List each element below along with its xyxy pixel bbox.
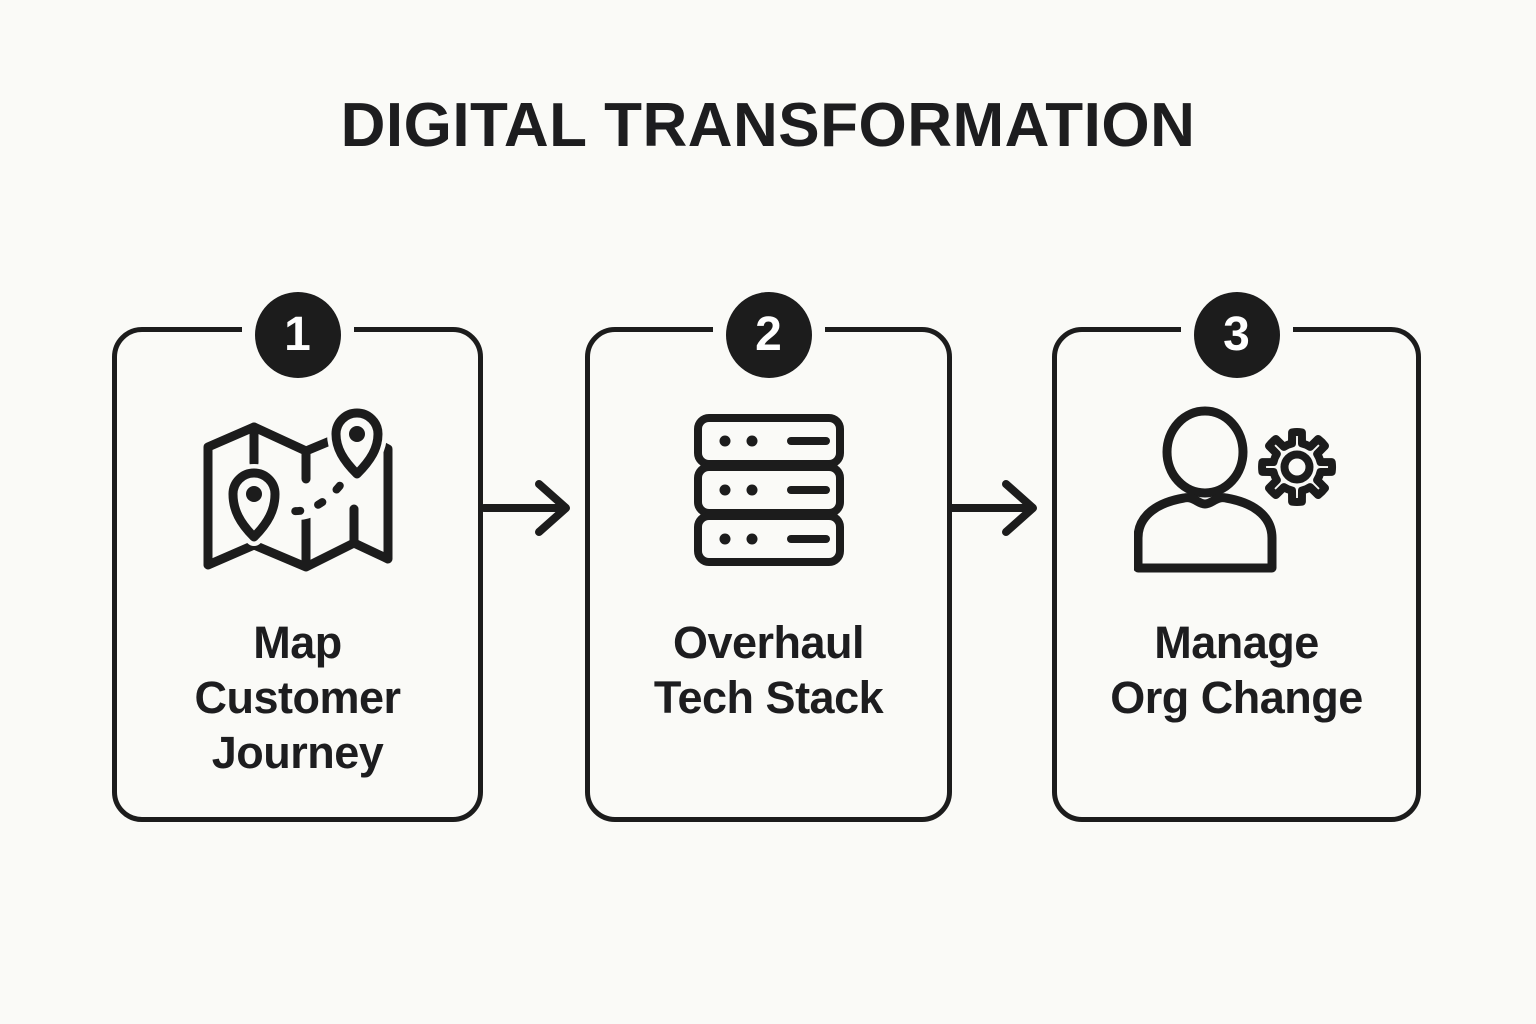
step-label: Manage Org Change <box>1110 617 1363 723</box>
step-label: Overhaul Tech Stack <box>653 617 884 723</box>
page-title: DIGITAL TRANSFORMATION <box>340 91 1196 160</box>
arrow-right-icon <box>949 476 1041 540</box>
step-number-badge: 3 <box>1193 292 1280 378</box>
step-number-badge: 2 <box>725 292 812 378</box>
step-card-overhaul-tech-stack: 2 Overhaul Tech Stack <box>585 292 952 822</box>
step-card-manage-org-change: 3 Manage Org Change <box>1052 292 1421 822</box>
map-journey-icon <box>117 400 478 580</box>
person-gear-icon <box>1057 400 1416 580</box>
step-number-badge: 1 <box>254 292 341 378</box>
step-number: 2 <box>755 307 782 361</box>
step-number: 3 <box>1223 307 1250 361</box>
step-number: 1 <box>284 307 311 361</box>
step-card-map-customer-journey: 1 <box>112 292 483 822</box>
server-stack-icon <box>590 400 947 580</box>
arrow-right-icon <box>482 476 574 540</box>
step-label: Map Customer Journey <box>194 617 401 778</box>
